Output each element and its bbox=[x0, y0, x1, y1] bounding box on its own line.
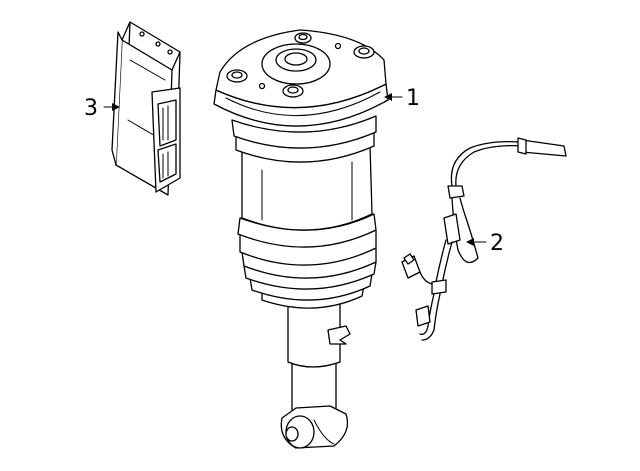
air-spring-strut[interactable] bbox=[213, 29, 389, 449]
callout-3: 3 bbox=[84, 96, 120, 121]
arrow-icon bbox=[466, 238, 474, 246]
callout-label-3: 3 bbox=[84, 96, 98, 121]
sensor-harness[interactable] bbox=[401, 137, 567, 341]
callout-label-1: 1 bbox=[406, 86, 420, 111]
callout-2: 2 bbox=[466, 231, 504, 256]
arrow-icon bbox=[112, 103, 120, 111]
callout-1: 1 bbox=[384, 86, 420, 111]
callout-label-2: 2 bbox=[490, 231, 504, 256]
arrow-icon bbox=[384, 93, 392, 101]
control-module[interactable] bbox=[111, 21, 181, 196]
